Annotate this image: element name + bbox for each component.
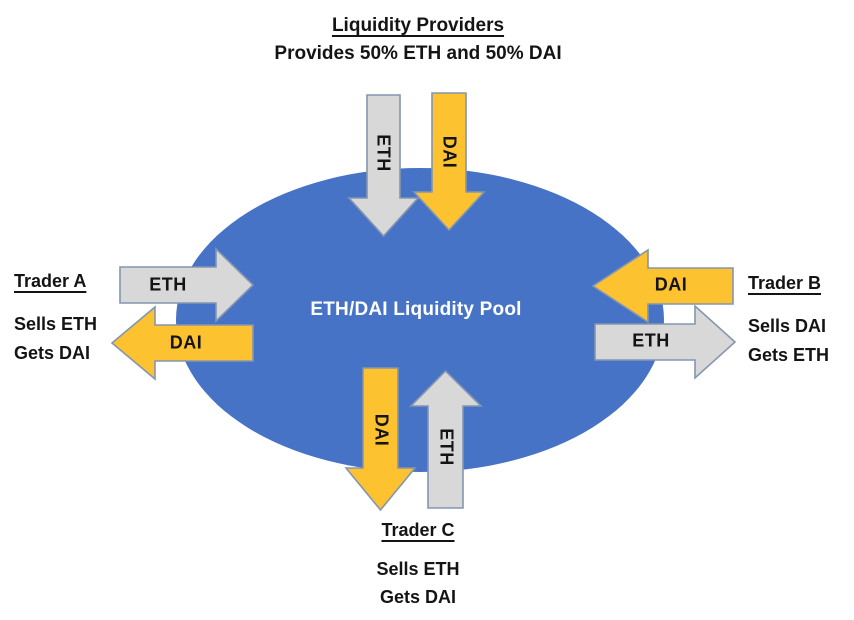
trader-c-gets-line: Gets DAI (379, 587, 457, 607)
lp-dai-arrow-label: DAI (439, 135, 460, 169)
trader-c-dai-out-arrow-icon (344, 367, 417, 512)
lp-dai-deposit-arrow-icon (412, 92, 486, 232)
trader-a-dai-out-arrow-icon (110, 305, 254, 381)
trader-c-dai-arrow-label: DAI (371, 413, 392, 447)
trader-b-dai-arrow-label: DAI (654, 274, 688, 295)
pool-label: ETH/DAI Liquidity Pool (310, 299, 522, 321)
trader-c-eth-in-arrow-icon (409, 369, 483, 509)
trader-c-sells-line: Sells ETH (376, 559, 460, 579)
trader-b-eth-arrow-label: ETH (632, 330, 670, 351)
trader-b-gets-line: Gets ETH (748, 345, 830, 365)
trader-a-sells-line: Sells ETH (14, 314, 98, 334)
trader-a-dai-arrow-label: DAI (169, 332, 203, 353)
trader-a-name: Trader A (14, 271, 87, 291)
trader-a-eth-in-arrow-icon (119, 247, 255, 323)
trader-a-gets-line: Gets DAI (14, 343, 91, 363)
trader-b-dai-in-arrow-icon (591, 248, 734, 324)
trader-a-eth-arrow-label: ETH (149, 274, 187, 295)
trader-c-eth-arrow-label: ETH (436, 428, 457, 466)
trader-c-name: Trader C (381, 520, 455, 540)
header-subtitle: Provides 50% ETH and 50% DAI (274, 43, 562, 64)
header-title: Liquidity Providers (331, 15, 505, 36)
trader-b-sells-line: Sells DAI (748, 316, 827, 336)
lp-eth-deposit-arrow-icon (347, 94, 420, 238)
lp-eth-arrow-label: ETH (373, 134, 394, 172)
trader-b-name: Trader B (748, 273, 822, 293)
trader-b-eth-out-arrow-icon (594, 304, 737, 380)
liquidity-pool-ellipse (176, 168, 664, 472)
